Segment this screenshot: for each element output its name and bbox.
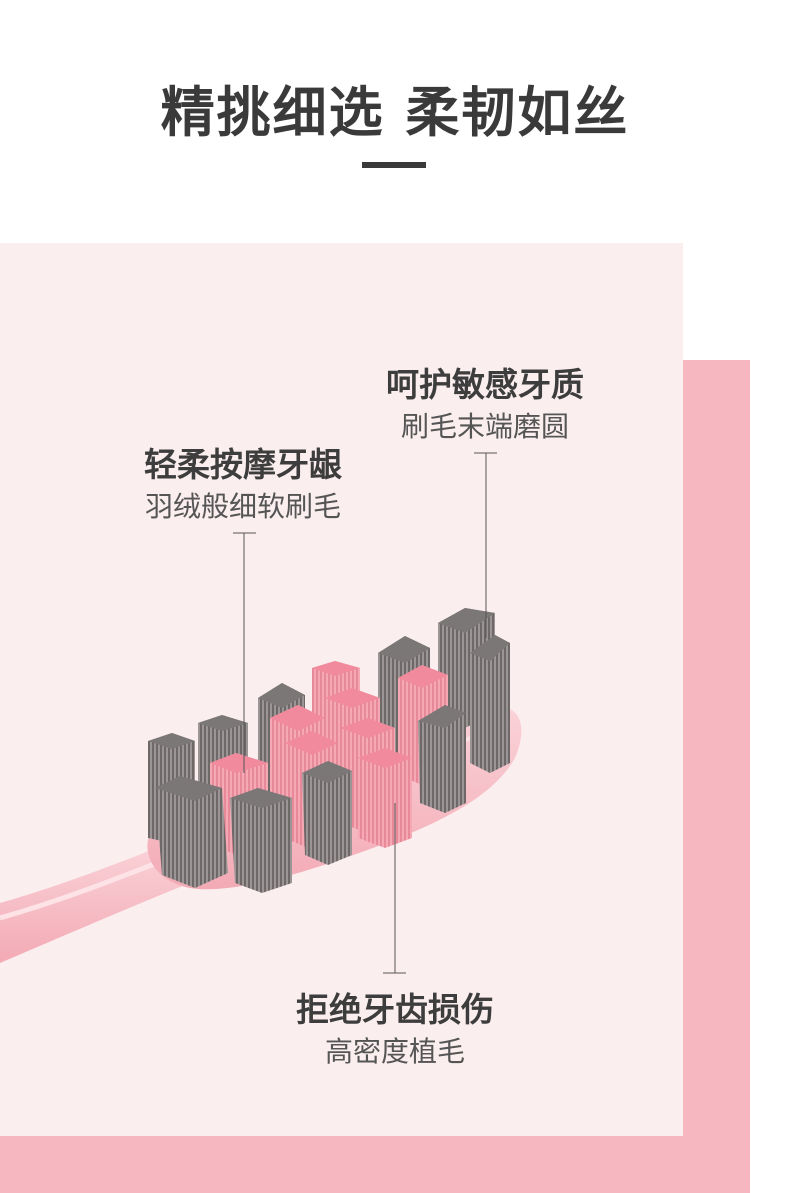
callout-enamel-subtitle: 刷毛末端磨圆 — [400, 410, 569, 443]
toothbrush-head-illustration — [0, 452, 522, 974]
callout-damage-title: 拒绝牙齿损伤 — [296, 990, 494, 1029]
callout-enamel-title: 呵护敏感牙质 — [386, 365, 584, 404]
callout-damage: 拒绝牙齿损伤 高密度植毛 — [255, 988, 535, 1072]
callout-damage-subtitle: 高密度植毛 — [324, 1035, 465, 1068]
callout-gums: 轻柔按摩牙龈 羽绒般细软刷毛 — [118, 443, 368, 527]
callout-leader-damage — [383, 803, 406, 974]
bristle-tufts — [148, 608, 510, 893]
callout-enamel: 呵护敏感牙质 刷毛末端磨圆 — [360, 363, 610, 447]
callout-leader-gums — [233, 532, 256, 773]
headline-underline — [362, 162, 426, 168]
callout-leader-enamel — [474, 452, 497, 638]
page-headline: 精挑细选 柔韧如丝 — [160, 81, 630, 144]
callout-gums-subtitle: 羽绒般细软刷毛 — [144, 490, 341, 523]
accent-backdrop-right — [683, 360, 750, 1193]
callout-gums-title: 轻柔按摩牙龈 — [144, 445, 342, 484]
feature-panel — [0, 243, 683, 1136]
accent-backdrop-bottom — [0, 1136, 750, 1193]
